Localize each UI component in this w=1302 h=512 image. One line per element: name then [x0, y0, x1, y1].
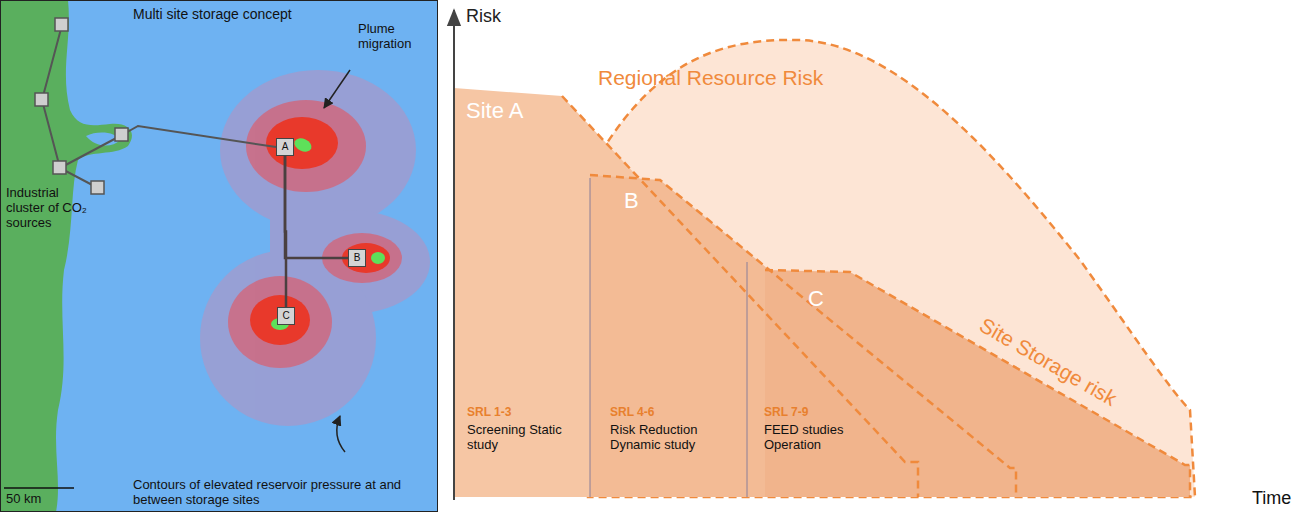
co2-source	[35, 18, 128, 194]
storage-site-box: A	[276, 138, 294, 156]
contour-label: Contours of elevated reservoir pressure …	[133, 478, 428, 508]
axis-label: Risk	[466, 6, 501, 27]
pressure-contour-outer	[200, 70, 430, 426]
cluster-label: Industrial cluster of CO₂ sources	[6, 186, 98, 231]
pipeline	[285, 156, 348, 258]
callout-text: Plume migration	[358, 22, 428, 52]
area-label: B	[624, 188, 639, 213]
phase-divider	[590, 178, 747, 497]
panel-border	[1, 1, 438, 512]
risk-outline	[562, 96, 1190, 497]
phase-code: SRL 7-9	[764, 406, 808, 420]
area-label: Regional Resource Risk	[598, 66, 823, 90]
site-letter: C	[282, 311, 289, 321]
regional-risk-area	[588, 40, 1195, 497]
pipeline	[285, 156, 286, 307]
phase-label: Risk Reduction Dynamic study	[610, 423, 735, 453]
phase-label: FEED studies Operation	[764, 423, 879, 453]
sea	[0, 0, 438, 512]
phase-code: SRL 1-3	[467, 406, 511, 420]
leader-line	[324, 70, 350, 108]
cluster-network	[42, 25, 276, 188]
storage-site-box: B	[348, 249, 366, 267]
phase-label: Screening Static study	[467, 423, 579, 453]
scale-label: 50 km	[6, 492, 41, 507]
site-letter: B	[354, 253, 361, 263]
scale-bar	[4, 487, 74, 489]
pressure-contour-inner	[250, 117, 390, 345]
site-letter: A	[282, 142, 289, 152]
area-label: Site A	[466, 98, 523, 123]
area-label: C	[808, 286, 824, 311]
co2-plume	[271, 136, 385, 330]
site-c-area	[765, 270, 1190, 497]
pressure-contour-mid	[228, 100, 402, 368]
leader-line	[337, 416, 345, 452]
phase-code: SRL 4-6	[610, 406, 654, 420]
land	[0, 0, 132, 512]
axis-label: Time	[1252, 488, 1291, 509]
storage-site-box: C	[277, 307, 295, 325]
risk-axis	[453, 10, 455, 500]
panel-title: Multi site storage concept	[133, 6, 292, 22]
